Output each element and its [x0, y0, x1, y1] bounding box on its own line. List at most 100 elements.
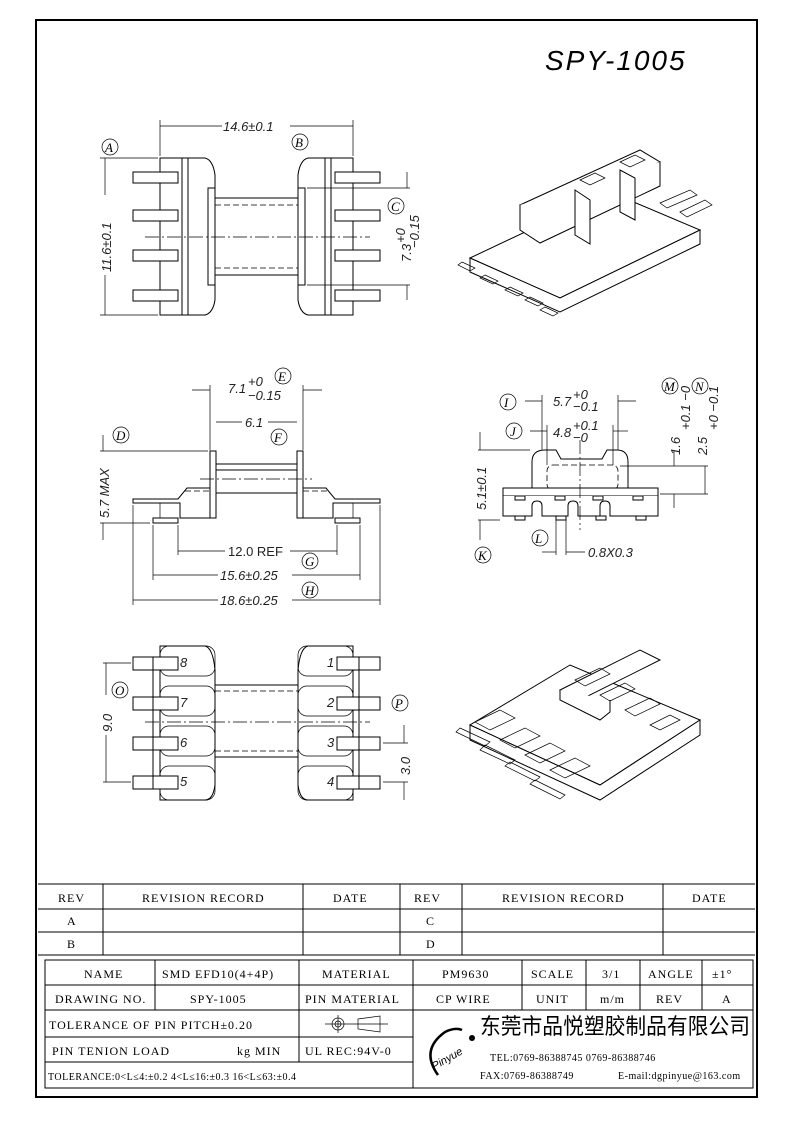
dim-pin-size: 0.8X0.3 — [588, 545, 634, 560]
svg-text:+0.1 −0: +0.1 −0 — [678, 385, 693, 430]
dim-n: 2.5 — [695, 436, 710, 456]
title-block — [44, 959, 754, 1089]
material-value: PM9630 — [442, 967, 489, 981]
pin-view: 8 7 6 5 1 2 3 4 9.0 3.0 O P — [100, 645, 413, 801]
pin-8: 8 — [180, 655, 188, 670]
dim-width: 14.6±0.1 — [223, 119, 274, 134]
svg-text:F: F — [273, 430, 283, 445]
label-j: J — [505, 422, 523, 440]
svg-text:M: M — [663, 379, 676, 394]
label-m: M — [661, 377, 679, 395]
svg-text:NAME: NAME — [84, 967, 123, 981]
tolerance-note: TOLERANCE:0<L≤4:±0.2 4<L≤16:±0.3 16<L≤63… — [48, 1072, 297, 1083]
rev-b: B — [67, 937, 76, 951]
svg-text:TOLERANCE OF PIN PITCH±0.20: TOLERANCE OF PIN PITCH±0.20 — [49, 1018, 253, 1032]
svg-text:A: A — [104, 140, 113, 155]
pin-5: 5 — [180, 774, 188, 789]
svg-text:−0.15: −0.15 — [248, 388, 282, 403]
svg-text:J: J — [510, 424, 517, 439]
revision-table-text: REV REVISION RECORD DATE REV REVISION RE… — [58, 891, 727, 951]
pin-4: 4 — [327, 774, 334, 789]
title-block-text: NAME SMD EFD10(4+4P) MATERIAL PM9630 SCA… — [48, 967, 750, 1083]
svg-text:I: I — [503, 395, 509, 410]
label-p: P — [391, 694, 409, 712]
svg-text:PIN MATERIAL: PIN MATERIAL — [305, 992, 400, 1006]
pin-3: 3 — [327, 735, 335, 750]
pin-1: 1 — [327, 655, 334, 670]
ul-rating: UL REC:94V-0 — [305, 1044, 392, 1058]
svg-text:G: G — [305, 554, 315, 569]
company-fax: FAX:0769-86388749 — [480, 1071, 574, 1082]
dim-outer: 5.7 — [553, 394, 572, 409]
pin-pads — [132, 656, 381, 790]
svg-text:+0: +0 — [248, 374, 264, 389]
svg-text:REVISION RECORD: REVISION RECORD — [502, 891, 625, 905]
dim-inner-width: 4.8 — [553, 425, 572, 440]
top-view: 14.6±0.1 11.6±0.1 7.3 +0 −0.15 A B C — [99, 119, 422, 316]
projection-symbol-icon — [325, 1015, 388, 1033]
unit-value: m/m — [600, 992, 625, 1006]
svg-text:−0: −0 — [573, 430, 589, 445]
company-name: 东莞市品悦塑胶制品有限公司 — [480, 1015, 750, 1040]
dim-max-height: 5.7 MAX — [97, 467, 112, 518]
svg-text:DRAWING NO.: DRAWING NO. — [55, 992, 146, 1006]
dim-mid: 15.6±0.25 — [220, 568, 279, 583]
dim-pin-span: 7.3 — [399, 243, 414, 262]
dim-flange: 7.1 — [228, 381, 246, 396]
svg-text:K: K — [477, 548, 488, 563]
svg-text:REV: REV — [656, 992, 683, 1006]
label-a: A — [101, 138, 119, 156]
label-c: C — [387, 197, 405, 215]
svg-text:kg MIN: kg MIN — [237, 1044, 281, 1058]
svg-text:−0.1: −0.1 — [573, 399, 599, 414]
company-logo: Pinyue — [429, 1027, 475, 1076]
label-l: L — [531, 529, 549, 547]
dim-pin-span: 9.0 — [100, 713, 115, 732]
svg-text:PIN TENION LOAD: PIN TENION LOAD — [52, 1044, 170, 1058]
rev-c: C — [426, 914, 435, 928]
dim-inner: 6.1 — [245, 415, 263, 430]
dim-height: 11.6±0.1 — [99, 222, 114, 272]
label-e: E — [274, 367, 292, 385]
svg-text:−0.15: −0.15 — [407, 214, 422, 248]
svg-text:P: P — [394, 696, 403, 711]
pin-2: 2 — [326, 695, 335, 710]
drawing-title: SPY-1005 — [545, 45, 687, 76]
rev-d: D — [426, 937, 436, 951]
svg-text:O: O — [115, 683, 125, 698]
top-view-pins — [132, 171, 381, 302]
drawing-number: SPY-1005 — [190, 992, 247, 1006]
svg-text:D: D — [115, 428, 126, 443]
revision-table — [38, 883, 755, 956]
company-tel: TEL:0769-86388745 0769-86388746 — [490, 1053, 656, 1064]
svg-text:DATE: DATE — [692, 891, 727, 905]
dim-ref: 12.0 REF — [228, 544, 283, 559]
part-name: SMD EFD10(4+4P) — [162, 967, 274, 981]
angle-value: ±1° — [712, 967, 732, 981]
svg-text:C: C — [391, 199, 400, 214]
rev-value: A — [722, 992, 732, 1006]
svg-text:SCALE: SCALE — [531, 967, 574, 981]
svg-text:+0 −0.1: +0 −0.1 — [706, 386, 721, 430]
dim-pitch: 3.0 — [398, 756, 413, 775]
svg-text:H: H — [304, 583, 315, 598]
sheet-border — [35, 19, 758, 1098]
svg-text:UNIT: UNIT — [536, 992, 569, 1006]
rev-a: A — [67, 914, 77, 928]
label-d: D — [112, 426, 130, 444]
label-i: I — [499, 393, 517, 411]
svg-text:Pinyue: Pinyue — [430, 1046, 465, 1073]
svg-text:+0: +0 — [573, 387, 589, 402]
pin-6: 6 — [180, 735, 188, 750]
svg-text:DATE: DATE — [333, 891, 368, 905]
label-h: H — [301, 581, 319, 599]
svg-text:MATERIAL: MATERIAL — [322, 967, 391, 981]
label-b: B — [291, 133, 309, 151]
svg-text:ANGLE: ANGLE — [648, 967, 694, 981]
isometric-view-top — [457, 149, 713, 317]
scale-value: 3/1 — [602, 967, 620, 981]
svg-text:REVISION RECORD: REVISION RECORD — [142, 891, 265, 905]
label-o: O — [111, 681, 129, 699]
isometric-view-bottom — [455, 649, 702, 801]
